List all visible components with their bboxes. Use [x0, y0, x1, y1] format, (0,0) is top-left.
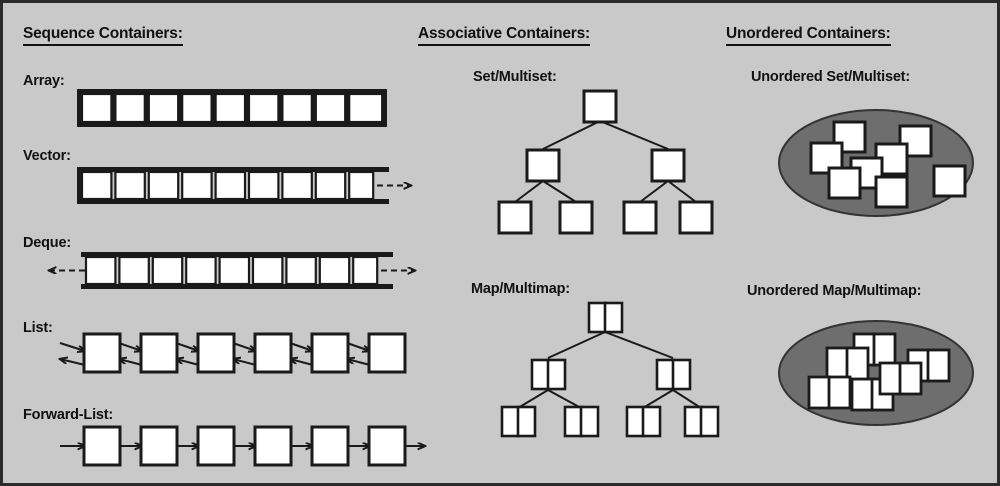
- map-node-left: [530, 358, 567, 391]
- list-nodes: [82, 332, 407, 374]
- unordered-set-bucket: [778, 109, 974, 217]
- list-links: [60, 342, 370, 366]
- map-node-leaf-4: [683, 405, 720, 438]
- unordered-map-pair-6: [807, 375, 852, 410]
- deque-cells: [84, 255, 379, 286]
- map-tree-nodes: [500, 301, 720, 438]
- label-array: Array:: [23, 73, 65, 89]
- column-heading-associative: Associative Containers:: [418, 25, 590, 46]
- list-diagram: [60, 332, 407, 374]
- label-set-multiset: Set/Multiset:: [473, 69, 557, 85]
- label-deque: Deque:: [23, 235, 71, 251]
- column-heading-sequence: Sequence Containers:: [23, 25, 183, 46]
- diagram-graphics: [3, 89, 974, 467]
- array-diagram: [77, 89, 387, 127]
- label-list: List:: [23, 320, 53, 336]
- unordered-map-pair-5: [878, 361, 923, 396]
- label-unordered-set-multiset: Unordered Set/Multiset:: [751, 69, 910, 85]
- vector-diagram: [77, 167, 411, 204]
- map-node-root: [587, 301, 624, 334]
- map-multimap-tree: [500, 301, 720, 438]
- map-node-leaf-1: [500, 405, 537, 438]
- forward-list-diagram: [60, 425, 425, 467]
- unordered-map-pair-3: [825, 346, 870, 381]
- label-forward-list: Forward-List:: [23, 407, 114, 423]
- map-node-leaf-3: [625, 405, 662, 438]
- label-map-multimap: Map/Multimap:: [471, 281, 570, 297]
- column-heading-unordered: Unordered Containers:: [726, 25, 891, 46]
- map-tree-edges: [517, 331, 702, 409]
- set-tree-nodes: [497, 89, 714, 235]
- set-tree-edges: [514, 120, 697, 203]
- map-node-right: [655, 358, 692, 391]
- label-vector: Vector:: [23, 148, 71, 164]
- unordered-set-nodes: [809, 120, 967, 209]
- deque-diagram: [49, 252, 415, 289]
- array-cells: [80, 92, 384, 124]
- set-multiset-tree: [497, 89, 714, 235]
- unordered-map-nodes: [807, 332, 951, 412]
- vector-cells: [80, 170, 375, 201]
- label-unordered-map-multimap: Unordered Map/Multimap:: [747, 283, 922, 299]
- forward-list-nodes: [82, 425, 407, 467]
- unordered-map-bucket: [778, 320, 974, 426]
- map-node-leaf-2: [563, 405, 600, 438]
